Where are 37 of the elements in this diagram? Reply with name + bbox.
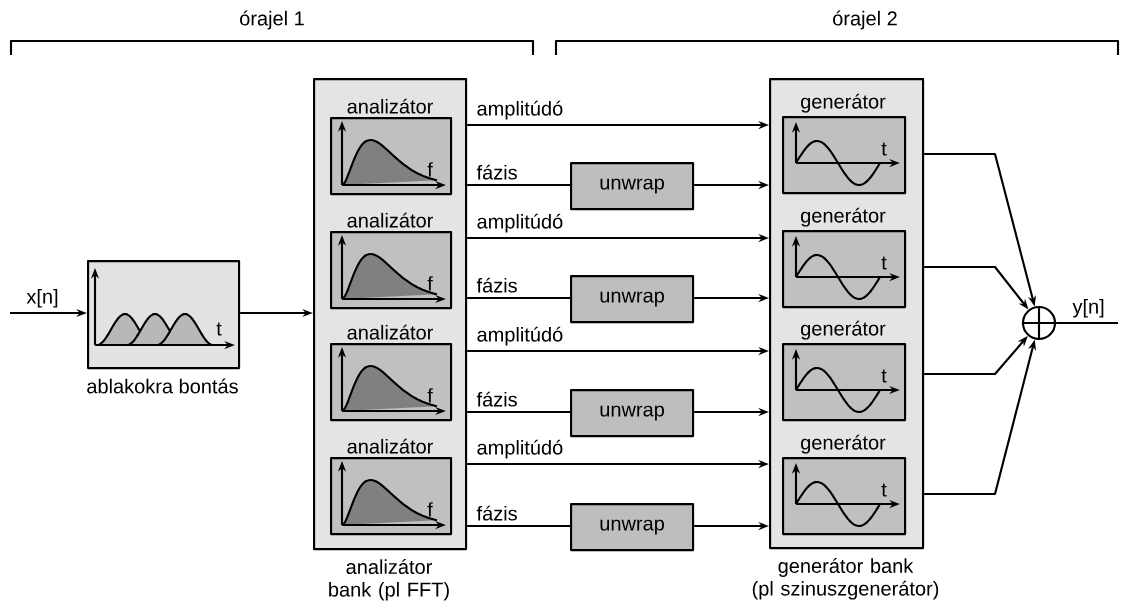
- box-heading: analizátor: [347, 438, 433, 454]
- box-heading: generátor: [801, 207, 886, 227]
- edge-label: fázis: [475, 163, 519, 181]
- axis-label: f: [427, 276, 433, 291]
- box-heading: generátor: [801, 320, 886, 340]
- process-box: unwrap: [570, 503, 695, 552]
- block-label: analizátor bank (pl FFT): [329, 559, 449, 601]
- clock-label: órajel 2: [833, 10, 897, 30]
- block-label: generátor bank (pl szinuszgenerátor): [752, 558, 939, 600]
- edge-label: amplitúdó: [475, 212, 565, 234]
- edge-label: amplitúdó: [475, 99, 565, 121]
- process-box: unwrap: [570, 162, 695, 211]
- process-box: unwrap: [570, 275, 695, 324]
- axis-label: t: [881, 256, 887, 270]
- axis-label: t: [881, 142, 887, 156]
- process-box: unwrap: [570, 389, 695, 438]
- clock-label: órajel 1: [240, 10, 304, 30]
- box-heading: analizátor: [347, 98, 433, 114]
- block-label: ablakokra bontás: [87, 378, 238, 394]
- edge-label: amplitúdó: [475, 438, 565, 460]
- edge-label: fázis: [475, 276, 519, 294]
- axis-label: t: [881, 369, 887, 383]
- axis-label: t: [881, 483, 887, 497]
- axis-label: t: [216, 322, 222, 336]
- sum-symbol: [1021, 305, 1057, 341]
- axis-label: f: [427, 502, 433, 517]
- edge-label: y[n]: [1071, 297, 1107, 319]
- axis-label: f: [427, 388, 433, 403]
- edge-label: x[n]: [25, 287, 60, 309]
- edge-label: fázis: [475, 390, 519, 408]
- axis-label: f: [427, 162, 433, 177]
- box-heading: analizátor: [347, 212, 433, 228]
- box-heading: generátor: [801, 93, 886, 113]
- box-heading: analizátor: [347, 324, 433, 340]
- edge-label: fázis: [475, 504, 519, 522]
- box-heading: generátor: [801, 434, 886, 454]
- edge-label: amplitúdó: [475, 325, 565, 347]
